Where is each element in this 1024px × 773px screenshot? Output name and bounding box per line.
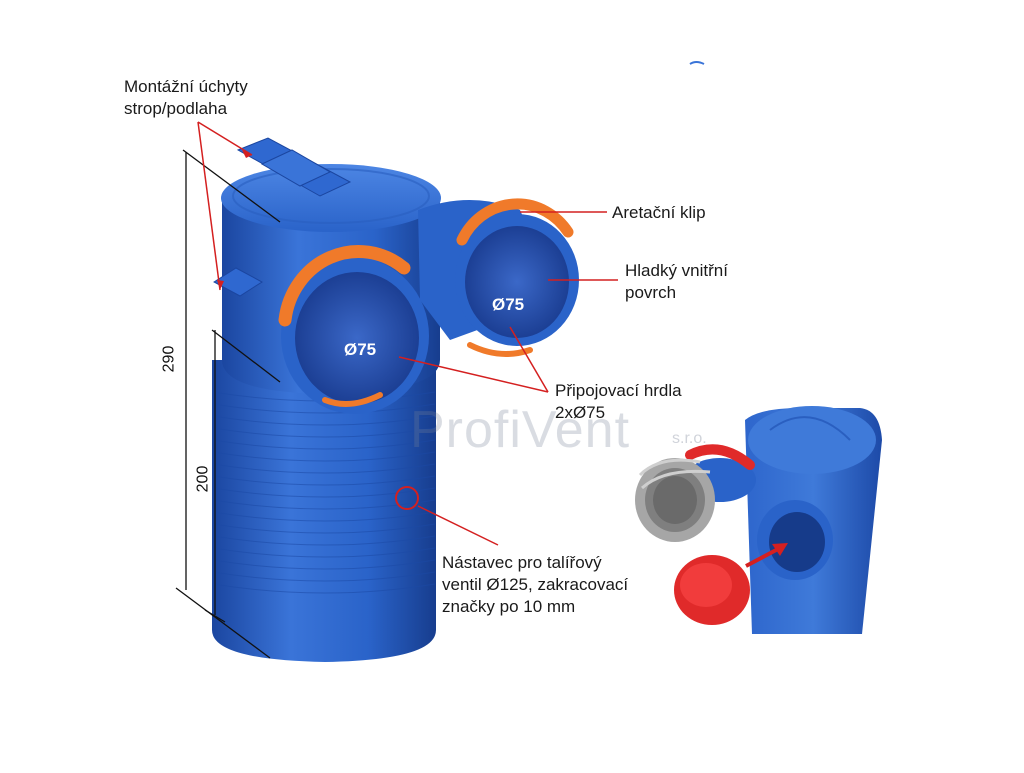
label-mounting-clips: Montážní úchyty strop/podlaha [124, 76, 248, 120]
marker-circle [395, 486, 419, 510]
label-smooth-surface-line1: Hladký vnitřní [625, 261, 728, 280]
extension-ribs [212, 391, 436, 594]
label-mounting-clips-line2: strop/podlaha [124, 99, 228, 118]
extension-tube [212, 360, 436, 662]
dimension-lower: 200 [194, 465, 212, 493]
watermark-suffix: s.r.o. [672, 430, 707, 447]
inset-photo [635, 406, 882, 634]
dimension-lines [175, 149, 281, 659]
connector-right [455, 198, 579, 357]
label-extension: Nástavec pro talířový ventil Ø125, zakra… [442, 552, 628, 618]
label-mounting-clips-line1: Montážní úchyty [124, 77, 248, 96]
main-plenum-box [212, 137, 579, 662]
label-extension-line3: značky po 10 mm [442, 597, 576, 616]
leader-arrowheads [217, 150, 252, 290]
red-cap [674, 555, 750, 625]
top-lid [221, 164, 441, 232]
label-smooth-surface-line2: povrch [625, 283, 677, 302]
watermark-brand: ProfiVent [410, 401, 631, 459]
leader-lines [197, 121, 618, 546]
label-connectors-line1: Připojovací hrdla [555, 381, 682, 400]
mounting-clips [213, 137, 352, 297]
lock-clip-right [456, 198, 574, 246]
diameter-left-label: Ø75 [344, 340, 377, 359]
label-extension-line2: ventil Ø125, zakracovací [442, 575, 629, 594]
label-connectors-line2: 2xØ75 [555, 403, 606, 422]
connector-left [278, 244, 429, 414]
label-extension-line1: Nástavec pro talířový [442, 553, 602, 572]
diameter-right-label: Ø75 [492, 295, 525, 314]
label-lock-clip: Aretační klip [612, 203, 706, 222]
label-connectors: Připojovací hrdla 2xØ75 [555, 380, 682, 424]
dimension-total: 290 [160, 345, 178, 373]
flex-hose [635, 458, 715, 542]
label-smooth-surface: Hladký vnitřní povrch [625, 260, 728, 304]
lock-clip-left [278, 244, 411, 327]
